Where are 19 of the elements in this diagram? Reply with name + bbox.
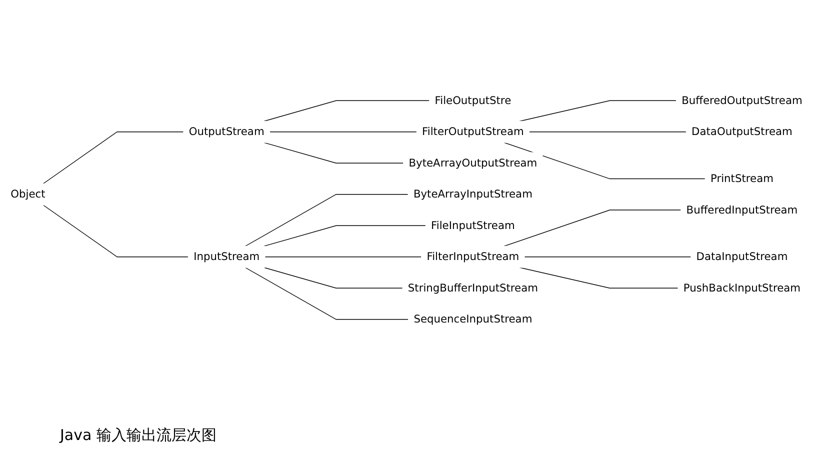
connector-line	[244, 267, 409, 320]
connector-line	[264, 267, 403, 288]
connector-line	[519, 267, 678, 288]
class-name-label: OutputStream	[183, 120, 270, 143]
connector-line	[264, 100, 430, 122]
connector-line	[504, 210, 682, 247]
connector-line	[264, 256, 422, 258]
connector-line	[42, 132, 184, 184]
connector-line	[244, 194, 408, 247]
connector-line	[524, 256, 692, 258]
connector-line	[519, 100, 677, 122]
class-name-label: FilterInputStream	[421, 246, 525, 268]
class-name-label: InputStream	[188, 246, 266, 268]
connector-line	[42, 204, 189, 258]
caption: Java 输入输出流层次图	[60, 426, 216, 445]
connector-line	[264, 225, 426, 247]
class-name-label: FilterOutputStream	[416, 120, 530, 143]
connector-line	[504, 142, 706, 180]
connector-line	[264, 142, 404, 164]
